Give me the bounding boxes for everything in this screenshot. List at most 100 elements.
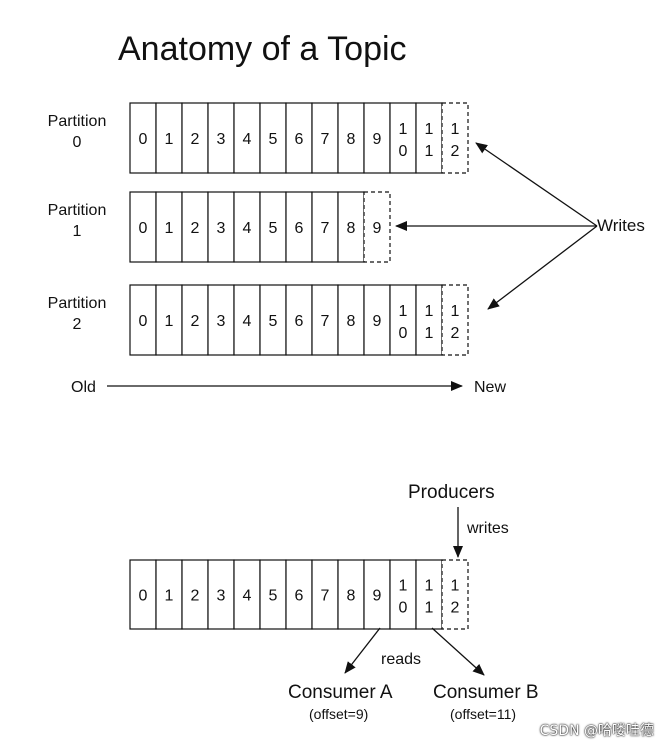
reads-label: reads: [381, 651, 421, 668]
partition-1-cell: [207, 191, 235, 263]
old-label: Old: [71, 379, 96, 396]
partition-0-cell-text: 2: [451, 143, 460, 160]
log-cell-text: 3: [217, 588, 226, 605]
partition-1-cell-text: 3: [217, 220, 226, 237]
partition-0-cell-text: 3: [217, 131, 226, 148]
partition-0-cell: [311, 102, 339, 174]
partition-1-cell-text: 7: [321, 220, 330, 237]
log-cell: [389, 559, 417, 630]
partition-0-cell: [259, 102, 287, 174]
partition-2-cell-text: 1: [425, 325, 434, 342]
writes-group: Writes: [395, 142, 645, 310]
partition-2-cell-text: 0: [139, 313, 148, 330]
partition-1-cell: [155, 191, 183, 263]
partition-0-cell-text: 1: [165, 131, 174, 148]
partition-0-cell: [285, 102, 313, 174]
partition-2-cell-text: 2: [191, 313, 200, 330]
partition-0-cell: [389, 102, 417, 174]
partition-2-cell: [415, 284, 443, 356]
log-cell-text: 1: [425, 578, 434, 595]
consumer-a-name: Consumer A: [288, 682, 393, 703]
partition-2-cell: [259, 284, 287, 356]
partition-2-cell-text: 0: [399, 325, 408, 342]
partition-0-cell: [337, 102, 365, 174]
log-cell: [181, 559, 209, 630]
partition-2-cell: [207, 284, 235, 356]
partition-0-cell-text: 5: [269, 131, 278, 148]
partition-1-cell: [337, 191, 365, 263]
partition-label-line1: Partition: [48, 113, 107, 130]
diagram-title: Anatomy of a Topic: [118, 30, 407, 68]
partition-1-cell: [285, 191, 313, 263]
log-cell-text: 8: [347, 588, 356, 605]
partition-0-cell-text: 7: [321, 131, 330, 148]
partition-0-cell-text: 0: [399, 143, 408, 160]
partition-0-cell-text: 8: [347, 131, 356, 148]
partition-1-cell-text: 1: [165, 220, 174, 237]
log-cell-text: 5: [269, 588, 278, 605]
partition-0-cell-text: 1: [451, 121, 460, 138]
partition-1-cell-text: 2: [191, 220, 200, 237]
consumer-a-offset: (offset=9): [309, 706, 368, 722]
consumer-b-name: Consumer B: [433, 682, 539, 703]
partition-1-cell-text: 9: [373, 220, 382, 237]
partition-2-cell: [285, 284, 313, 356]
partition-2-cell-text: 7: [321, 313, 330, 330]
partition-2-cell: [389, 284, 417, 356]
partition-1-cell: [259, 191, 287, 263]
partition-2-cell: [155, 284, 183, 356]
consumer-a-read-arrow: [344, 627, 381, 674]
partition-0-cell-text: 1: [425, 121, 434, 138]
partition-2-cell: [129, 284, 157, 356]
log-cell: [363, 559, 391, 630]
partition-2-cell-text: 6: [295, 313, 304, 330]
partition-0-cell-text: 6: [295, 131, 304, 148]
log-cell-text: 1: [165, 588, 174, 605]
partition-2-cell-text: 9: [373, 313, 382, 330]
log-cell-text: 2: [191, 588, 200, 605]
log-cell: [233, 559, 261, 630]
partition-2-cell-text: 3: [217, 313, 226, 330]
partition-2-cell-text: 1: [425, 303, 434, 320]
log-cell-text: 1: [451, 578, 460, 595]
log-cell-text: 4: [243, 588, 252, 605]
partition-2-cell: [233, 284, 261, 356]
partition-2-cell-text: 2: [451, 325, 460, 342]
new-label: New: [474, 379, 506, 396]
partition-label-line1: Partition: [48, 202, 107, 219]
partition-2-cell-text: 1: [451, 303, 460, 320]
producer-writes-label: writes: [466, 520, 509, 537]
partition-2-cell-text: 5: [269, 313, 278, 330]
partition-2-cell-text: 1: [165, 313, 174, 330]
partition-2-cell-text: 8: [347, 313, 356, 330]
partition-0-cell-text: 0: [139, 131, 148, 148]
log-cell-text: 6: [295, 588, 304, 605]
partition-0-cell-text: 9: [373, 131, 382, 148]
log-cell-text: 7: [321, 588, 330, 605]
partition-1-cell-text: 5: [269, 220, 278, 237]
old-new-axis: Old New: [71, 379, 506, 396]
log-cell-text: 2: [451, 600, 460, 617]
partition-2-cell: [337, 284, 365, 356]
partition-0-cell: [155, 102, 183, 174]
partition-2-cell: [311, 284, 339, 356]
consumer-b-offset: (offset=11): [450, 706, 516, 722]
watermark: CSDN @哈喽哇德: [539, 723, 654, 739]
partition-label-line1: Partition: [48, 295, 107, 312]
partition-1-cell: [181, 191, 209, 263]
partition-0-next-cell: [441, 102, 469, 174]
consumer-b-read-arrow: [431, 627, 485, 676]
partition-1-cell-text: 4: [243, 220, 252, 237]
partition-1-next-cell: [363, 191, 391, 263]
partition-0-cell: [363, 102, 391, 174]
log-cell: [259, 559, 287, 630]
log-cell: [155, 559, 183, 630]
writes-label: Writes: [597, 216, 645, 235]
partition-0-cell: [233, 102, 261, 174]
producers-label: Producers: [408, 482, 495, 503]
